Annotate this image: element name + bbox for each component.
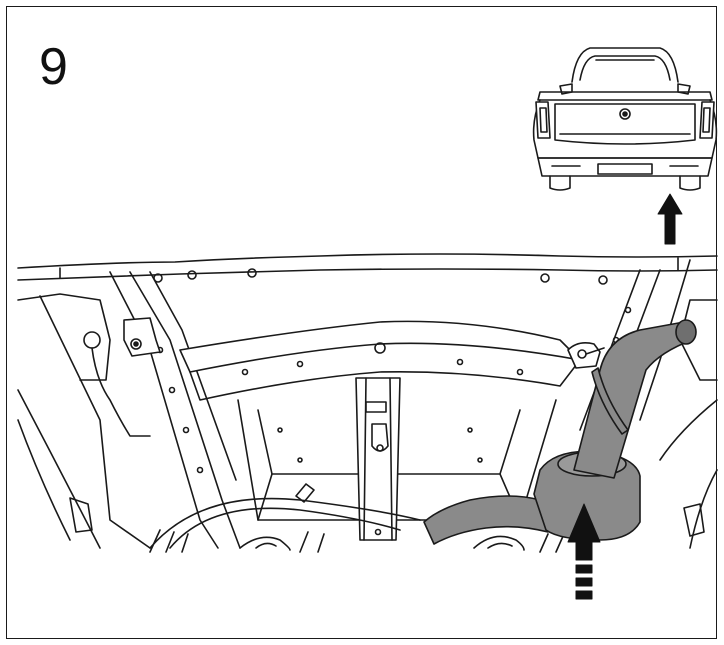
exhaust-silencer-icon [423, 319, 697, 545]
up-arrow-icon [657, 193, 683, 245]
step-number: 9 [39, 38, 68, 96]
dashed-up-arrow-icon [567, 503, 601, 600]
vehicle-rear-view-icon [532, 47, 718, 191]
rear-chassis-frame-icon [17, 253, 718, 553]
